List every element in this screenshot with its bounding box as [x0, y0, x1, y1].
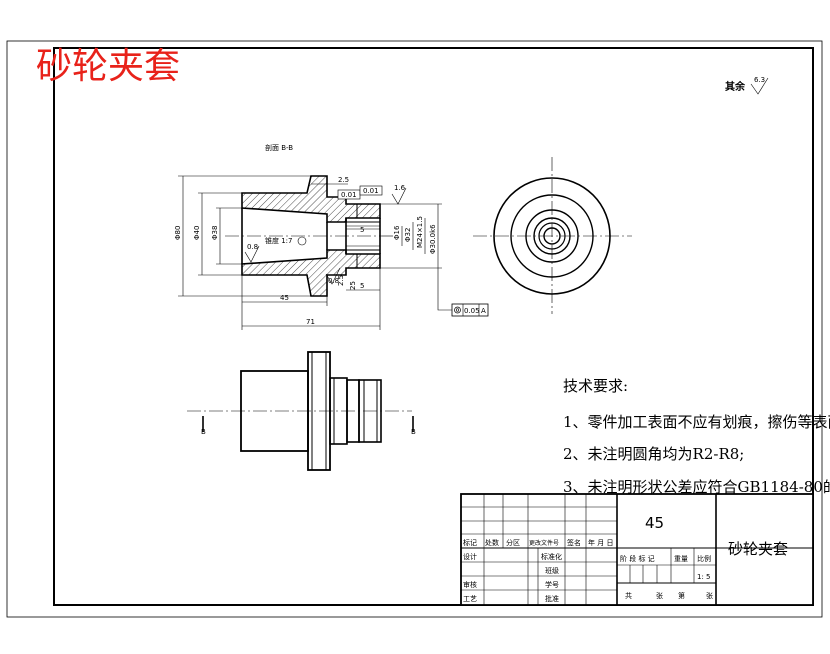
tb-process: 工艺: [463, 595, 477, 603]
tb-stage: 阶 段 标 记: [620, 554, 655, 563]
tb-standard: 标准化: [541, 552, 562, 561]
tech-item-2: 2、未注明圆角均为R2-R8;: [563, 445, 744, 463]
section-marker-right: B: [411, 416, 416, 436]
roughness-sym-3: 0.8: [325, 267, 341, 285]
tech-item-3: 3、未注明形状公差应符合GB1184-80的要求。: [563, 478, 830, 496]
tb-student-no: 学号: [545, 580, 559, 589]
tb-scale-label: 比例: [697, 554, 711, 563]
title-block: 标记 处数 分区 更改文件号 签名 年 月 日 设计 标准化 班级 审核 学号 …: [460, 493, 814, 606]
tb-scale: 1: 5: [697, 573, 711, 581]
tb-class: 班级: [545, 566, 559, 575]
section-mark-b-left: B: [201, 428, 206, 436]
tb-design: 设计: [463, 552, 477, 561]
gdt-datum: A: [481, 307, 486, 315]
tb-header-doc: 更改文件号: [529, 539, 559, 547]
tech-item-1: 1、零件加工表面不应有划痕，擦伤等表面缺陷;: [563, 413, 830, 431]
roughness-label: 其余: [725, 80, 746, 93]
gdt-frame: 0.05 A: [451, 303, 489, 317]
dim-m24: M24×1.5: [416, 216, 424, 248]
roughness-value: 6.3: [754, 76, 765, 84]
tb-header-mark: 标记: [463, 538, 477, 547]
taper-label: 锥度 1:7: [265, 236, 293, 245]
dim-d32: Φ32: [404, 228, 412, 242]
dim-d40: Φ40: [193, 226, 201, 240]
dim-len45: 45: [280, 294, 289, 302]
drawing-border: [53, 47, 814, 606]
tb-weight: 重量: [674, 555, 688, 563]
ra-1-6: 1.6: [394, 184, 406, 192]
runout-1: 0.01: [341, 191, 357, 199]
tb-sheet-unit-a: 张: [656, 591, 663, 600]
roughness-sym-1: 1.6: [391, 184, 407, 205]
gdt-value: 0.05: [464, 307, 480, 315]
tech-heading: 技术要求:: [563, 377, 628, 395]
section-label: 剖面 B-B: [265, 143, 293, 152]
trim-frame: [6, 40, 823, 618]
dim-len5: 5: [360, 282, 364, 290]
tech-requirements: 技术要求: 1、零件加工表面不应有划痕，擦伤等表面缺陷; 2、未注明圆角均为R2…: [563, 377, 830, 496]
dim-w25c: 25: [349, 281, 357, 290]
tb-approve: 批准: [545, 594, 559, 603]
runout-2: 0.01: [363, 187, 379, 195]
front-view: B B: [187, 351, 416, 471]
tb-material: 45: [645, 514, 664, 532]
dim-len71: 71: [306, 318, 315, 326]
dim-d30k6: Φ30.0k6: [429, 224, 437, 254]
tb-sheet-no: 第: [678, 591, 685, 600]
tb-header-count: 处数: [485, 538, 499, 547]
red-title: 砂轮夹套: [36, 46, 180, 87]
dim-d38: Φ38: [211, 226, 219, 240]
section-marker-left: B: [201, 416, 206, 436]
tb-header-zone: 分区: [506, 538, 520, 547]
dim-d16: Φ16: [393, 225, 401, 240]
tb-header-sign: 签名: [567, 538, 581, 547]
tb-header-date: 年 月 日: [588, 538, 613, 547]
tb-check: 审核: [463, 580, 477, 589]
dim-w25b: 2.5: [337, 275, 345, 286]
tb-sheet-total: 共: [625, 591, 632, 600]
dim-d80: Φ80: [174, 226, 182, 240]
dim-w25: 2.5: [338, 176, 349, 184]
end-view: [473, 157, 632, 314]
section-mark-b-right: B: [411, 428, 416, 436]
tb-sheet-unit-b: 张: [706, 591, 713, 600]
ra-0-8-a: 0.8: [247, 243, 258, 251]
section-view: 剖面 B-B Φ80 Φ40: [174, 143, 489, 330]
roughness-sym-2: 0.8: [244, 243, 260, 263]
surface-roughness-note: 其余 6.3: [725, 76, 769, 95]
runout-callout-1: 0.01: [337, 189, 361, 200]
runout-callout-2: 0.01: [359, 185, 383, 196]
tb-part-name: 砂轮夹套: [728, 540, 788, 558]
dim-inner5: 5: [360, 226, 364, 234]
